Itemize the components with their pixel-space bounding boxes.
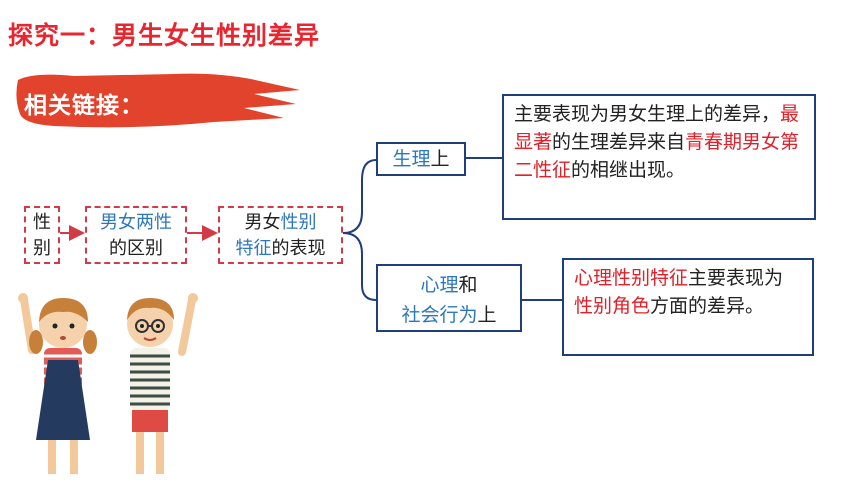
box-gender: 性 别: [24, 206, 60, 264]
note-physiological: 主要表现为男女生理上的差异，最显著的生理差异来自青春期男女第二性征的相继出现。: [502, 94, 816, 220]
box-expressions: 男女性别 特征的表现: [218, 206, 343, 264]
branch-psych-social: 心理和 社会行为上: [376, 264, 522, 332]
branch-physiological: 生理上: [376, 142, 466, 176]
girl-illustration: [18, 293, 97, 474]
boy-illustration: [127, 293, 198, 474]
brush-banner: [16, 73, 301, 128]
banner-label: 相关链接：: [24, 93, 144, 119]
note-psychological: 心理性别特征主要表现为性别角色方面的差异。: [562, 258, 814, 356]
page-title: 探究一：男生女生性别差异: [8, 21, 321, 50]
box-differences: 男女两性 的区别: [85, 206, 187, 264]
